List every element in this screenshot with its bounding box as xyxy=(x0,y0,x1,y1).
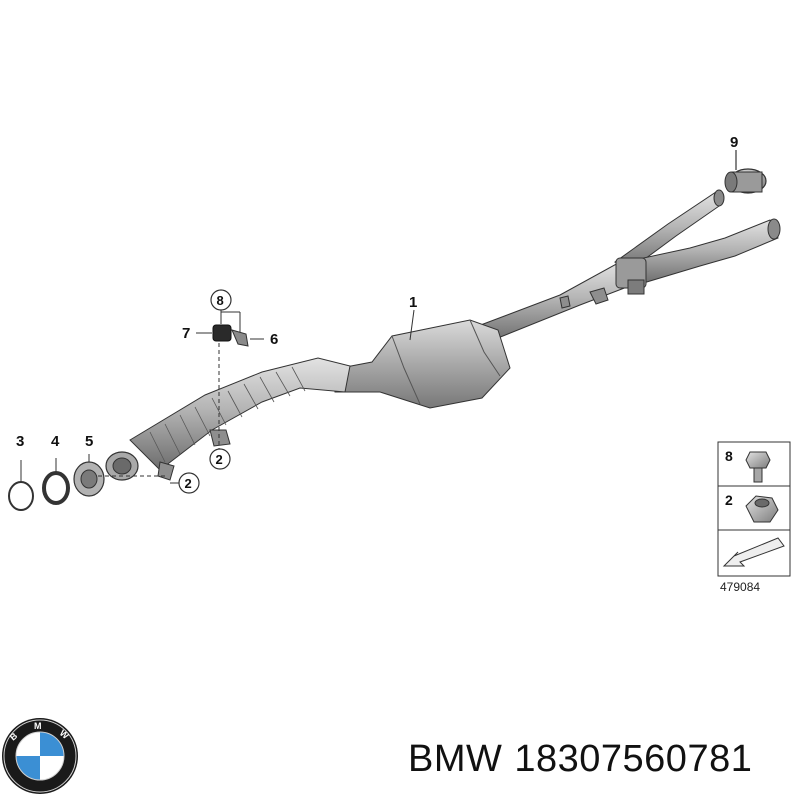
heat-shield-ribs xyxy=(149,366,306,463)
svg-text:B: B xyxy=(8,730,20,742)
callout-3: 3 xyxy=(16,433,24,450)
svg-text:2: 2 xyxy=(185,476,192,491)
callout-2-circled-upper: 2 xyxy=(209,448,231,470)
svg-text:M: M xyxy=(34,721,42,731)
callout-8-circled: 8 xyxy=(210,289,232,311)
callout-7: 7 xyxy=(182,325,190,342)
bmw-logo: B M W xyxy=(2,718,78,794)
rear-hanger xyxy=(589,287,609,305)
nut-icon xyxy=(745,495,779,523)
part-number: 18307560781 xyxy=(514,738,753,780)
outlet-pipe-lower xyxy=(624,219,779,285)
direction-arrow-icon xyxy=(722,537,785,567)
bracket-part-6 xyxy=(231,329,249,347)
legend-nut-number: 2 xyxy=(725,492,733,508)
brand-name: BMW xyxy=(408,738,503,780)
mount-parts-6-7-8 xyxy=(212,302,249,450)
diagram-reference: 479084 xyxy=(720,580,760,594)
callout-4: 4 xyxy=(51,433,60,450)
gasket-part-4 xyxy=(42,471,70,505)
callout-9: 9 xyxy=(730,134,738,151)
svg-text:8: 8 xyxy=(217,293,224,308)
legend-bolt-number: 8 xyxy=(725,448,733,464)
seal-ring-part-3 xyxy=(8,481,34,511)
callout-1: 1 xyxy=(409,294,417,311)
callout-6: 6 xyxy=(270,331,278,348)
callout-5: 5 xyxy=(85,433,93,450)
callout-2-circled-lower: 2 xyxy=(178,472,200,494)
front-bracket xyxy=(209,429,231,447)
clamp-part-9 xyxy=(724,150,767,194)
rubber-mount-part-7 xyxy=(212,324,232,342)
fastener-legend: 8 2 479084 xyxy=(717,441,791,594)
gasket-parts xyxy=(8,454,165,511)
catalytic-converter xyxy=(329,319,511,409)
bolt-icon xyxy=(745,451,771,483)
brand-part-label: BMW 18307560781 xyxy=(408,738,764,781)
exhaust-pipe-assembly xyxy=(105,189,781,481)
svg-text:2: 2 xyxy=(216,452,223,467)
